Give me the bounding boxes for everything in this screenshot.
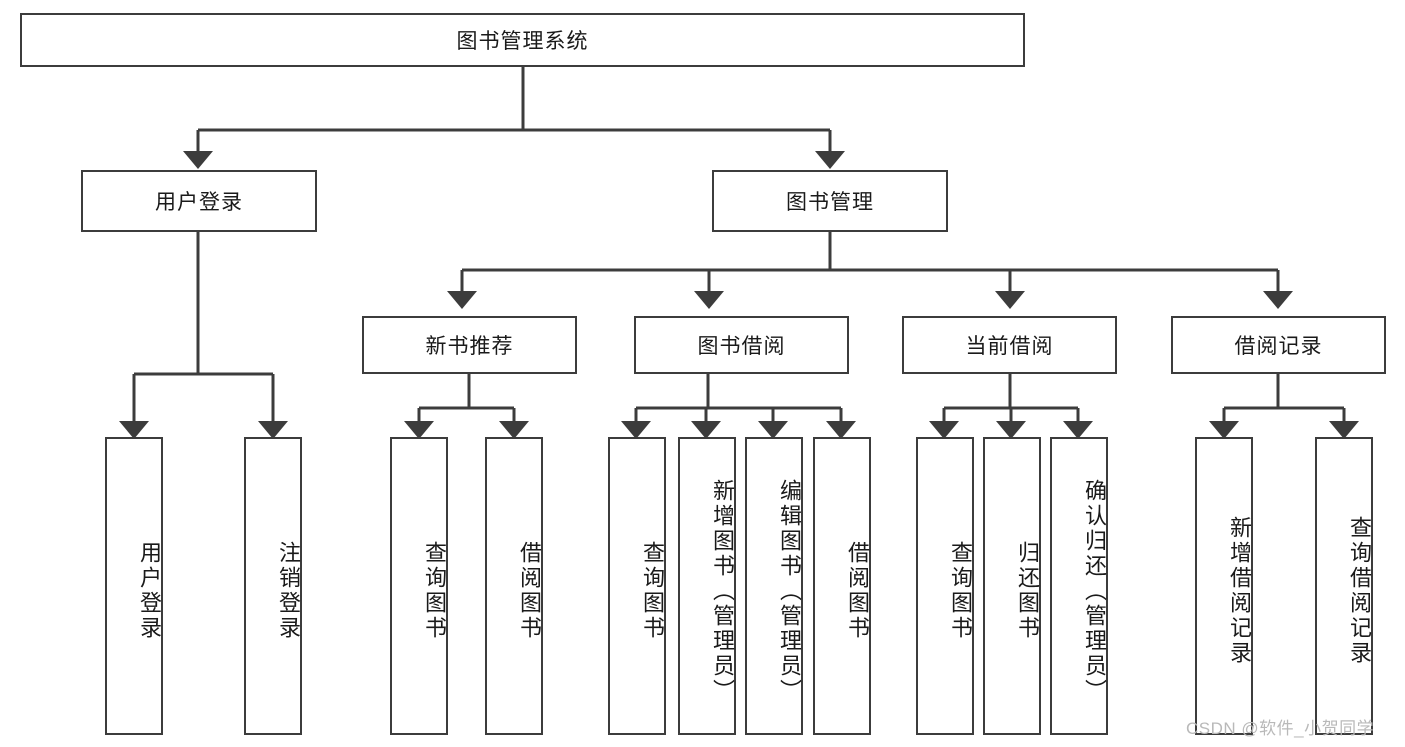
leaf-record-add-record[interactable]: 新增借阅记录	[1195, 437, 1253, 735]
leaf-current-confirm-return[interactable]: 确认归还（管理员）	[1050, 437, 1108, 735]
node-user-login[interactable]: 用户登录	[81, 170, 317, 232]
leaf-label: 查询图书	[422, 541, 447, 641]
leaf-record-query-record[interactable]: 查询借阅记录	[1315, 437, 1373, 735]
leaf-borrow-edit-book[interactable]: 编辑图书（管理员）	[745, 437, 803, 735]
leaf-label: 查询图书	[640, 541, 665, 641]
node-current-borrow-label: 当前借阅	[965, 335, 1054, 358]
leaf-label: 借阅图书	[517, 541, 542, 641]
node-borrow-record-label: 借阅记录	[1234, 335, 1323, 358]
leaf-label: 新增借阅记录	[1227, 516, 1252, 666]
leaf-label: 确认归还（管理员）	[1082, 478, 1107, 704]
leaf-label: 借阅图书	[845, 541, 870, 641]
leaf-label: 用户登录	[137, 541, 162, 641]
node-book-management[interactable]: 图书管理	[712, 170, 948, 232]
node-book-management-label: 图书管理	[786, 191, 874, 214]
leaf-label: 归还图书	[1015, 541, 1040, 641]
node-user-login-label: 用户登录	[155, 191, 243, 214]
node-new-book-recommend-label: 新书推荐	[425, 335, 514, 358]
leaf-recommend-borrow-book[interactable]: 借阅图书	[485, 437, 543, 735]
leaf-label: 注销登录	[276, 541, 301, 641]
leaf-borrow-query-book[interactable]: 查询图书	[608, 437, 666, 735]
node-book-borrow[interactable]: 图书借阅	[634, 316, 849, 374]
leaf-user-login-logout[interactable]: 注销登录	[244, 437, 302, 735]
watermark: CSDN @软件_小贺同学	[1186, 719, 1375, 738]
leaf-label: 查询借阅记录	[1347, 516, 1372, 666]
node-root-label: 图书管理系统	[456, 30, 589, 53]
leaf-label: 编辑图书（管理员）	[777, 478, 802, 704]
leaf-borrow-add-book[interactable]: 新增图书（管理员）	[678, 437, 736, 735]
leaf-current-return-book[interactable]: 归还图书	[983, 437, 1041, 735]
node-current-borrow[interactable]: 当前借阅	[902, 316, 1117, 374]
leaf-label: 查询图书	[948, 541, 973, 641]
node-new-book-recommend[interactable]: 新书推荐	[362, 316, 577, 374]
leaf-current-query-book[interactable]: 查询图书	[916, 437, 974, 735]
node-borrow-record[interactable]: 借阅记录	[1171, 316, 1386, 374]
leaf-borrow-borrow-book[interactable]: 借阅图书	[813, 437, 871, 735]
node-root[interactable]: 图书管理系统	[20, 13, 1025, 67]
leaf-label: 新增图书（管理员）	[710, 478, 735, 704]
node-book-borrow-label: 图书借阅	[697, 335, 786, 358]
leaf-recommend-query-book[interactable]: 查询图书	[390, 437, 448, 735]
leaf-user-login-login[interactable]: 用户登录	[105, 437, 163, 735]
